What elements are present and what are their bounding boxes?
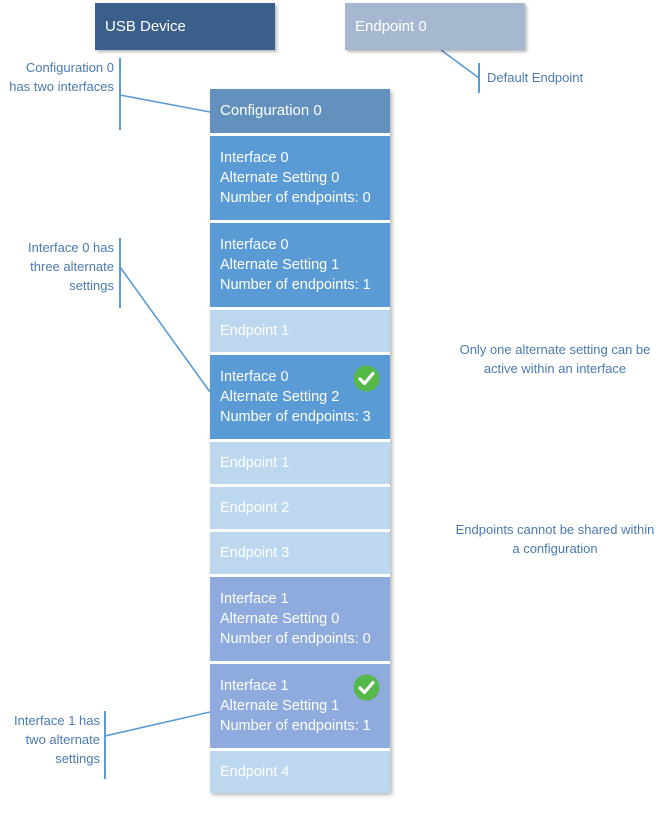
- active-check-icon: [353, 674, 380, 701]
- leader-default-endpoint: [440, 49, 480, 79]
- interface-setting-row[interactable]: Interface 1 Alternate Setting 1 Number of …: [210, 664, 390, 748]
- row-text-line: Alternate Setting 1: [220, 698, 340, 714]
- annotation-interface1-settings: Interface 1 has two alternate settings: [14, 713, 100, 766]
- configuration-0-label: Configuration 0: [220, 102, 322, 119]
- row-text-line: Number of endpoints: 3: [220, 409, 371, 425]
- row-text-line: Number of endpoints: 0: [220, 190, 371, 206]
- interface-setting-row[interactable]: Interface 0 Alternate Setting 1 Number of …: [210, 223, 390, 307]
- row-text-line: Alternate Setting 0: [220, 170, 340, 186]
- annotation-only-one-alternate: Only one alternate setting can be active…: [459, 342, 651, 376]
- row-text-line: Endpoint 3: [220, 545, 290, 561]
- row-text-line: Interface 0: [220, 369, 289, 385]
- annotation-configuration-interfaces: Configuration 0 has two interfaces: [9, 60, 114, 94]
- endpoint-row[interactable]: Endpoint 1: [210, 442, 390, 484]
- row-text-line: Endpoint 1: [220, 323, 290, 339]
- endpoint-0-label: Endpoint 0: [355, 17, 427, 35]
- annotation-default-endpoint: Default Endpoint: [487, 70, 584, 85]
- row-text-line: Interface 0: [220, 237, 289, 253]
- endpoint-0-box[interactable]: Endpoint 0: [345, 3, 525, 50]
- endpoint-row[interactable]: Endpoint 1: [210, 310, 390, 352]
- row-text-line: Endpoint 1: [220, 455, 290, 471]
- configuration-stack: Configuration 0 Interface 0 Alternate Set…: [210, 89, 390, 793]
- endpoint-row[interactable]: Endpoint 4: [210, 751, 390, 793]
- row-text-line: Alternate Setting 1: [220, 257, 340, 273]
- interface-setting-row[interactable]: Interface 1 Alternate Setting 0 Number of …: [210, 577, 390, 661]
- leader-interface1: [104, 711, 211, 737]
- usb-device-label: USB Device: [105, 17, 186, 35]
- leader-configuration: [119, 94, 211, 113]
- row-text-line: Number of endpoints: 1: [220, 277, 371, 293]
- row-text-line: Endpoint 2: [220, 500, 290, 516]
- interface-setting-row[interactable]: Interface 0 Alternate Setting 2 Number of …: [210, 355, 390, 439]
- row-text-line: Number of endpoints: 1: [220, 718, 371, 734]
- usb-device-box[interactable]: USB Device: [95, 3, 275, 50]
- annotation-interface0-settings: Interface 0 has three alternate settings: [28, 240, 114, 293]
- row-text-line: Number of endpoints: 0: [220, 631, 371, 647]
- row-text-line: Alternate Setting 2: [220, 389, 340, 405]
- endpoint-row[interactable]: Endpoint 3: [210, 532, 390, 574]
- leader-interface0: [119, 266, 211, 393]
- endpoint-row[interactable]: Endpoint 2: [210, 487, 390, 529]
- interface-setting-row[interactable]: Interface 0 Alternate Setting 0 Number of …: [210, 136, 390, 220]
- row-text-line: Interface 1: [220, 678, 289, 694]
- active-check-icon: [353, 365, 380, 392]
- configuration-0-row[interactable]: Configuration 0: [210, 89, 390, 133]
- row-text-line: Interface 1: [220, 591, 289, 607]
- row-text-line: Endpoint 4: [220, 764, 290, 780]
- row-text-line: Interface 0: [220, 150, 289, 166]
- row-text-line: Alternate Setting 0: [220, 611, 340, 627]
- annotation-endpoints-not-shared: Endpoints cannot be shared within a conf…: [455, 522, 655, 556]
